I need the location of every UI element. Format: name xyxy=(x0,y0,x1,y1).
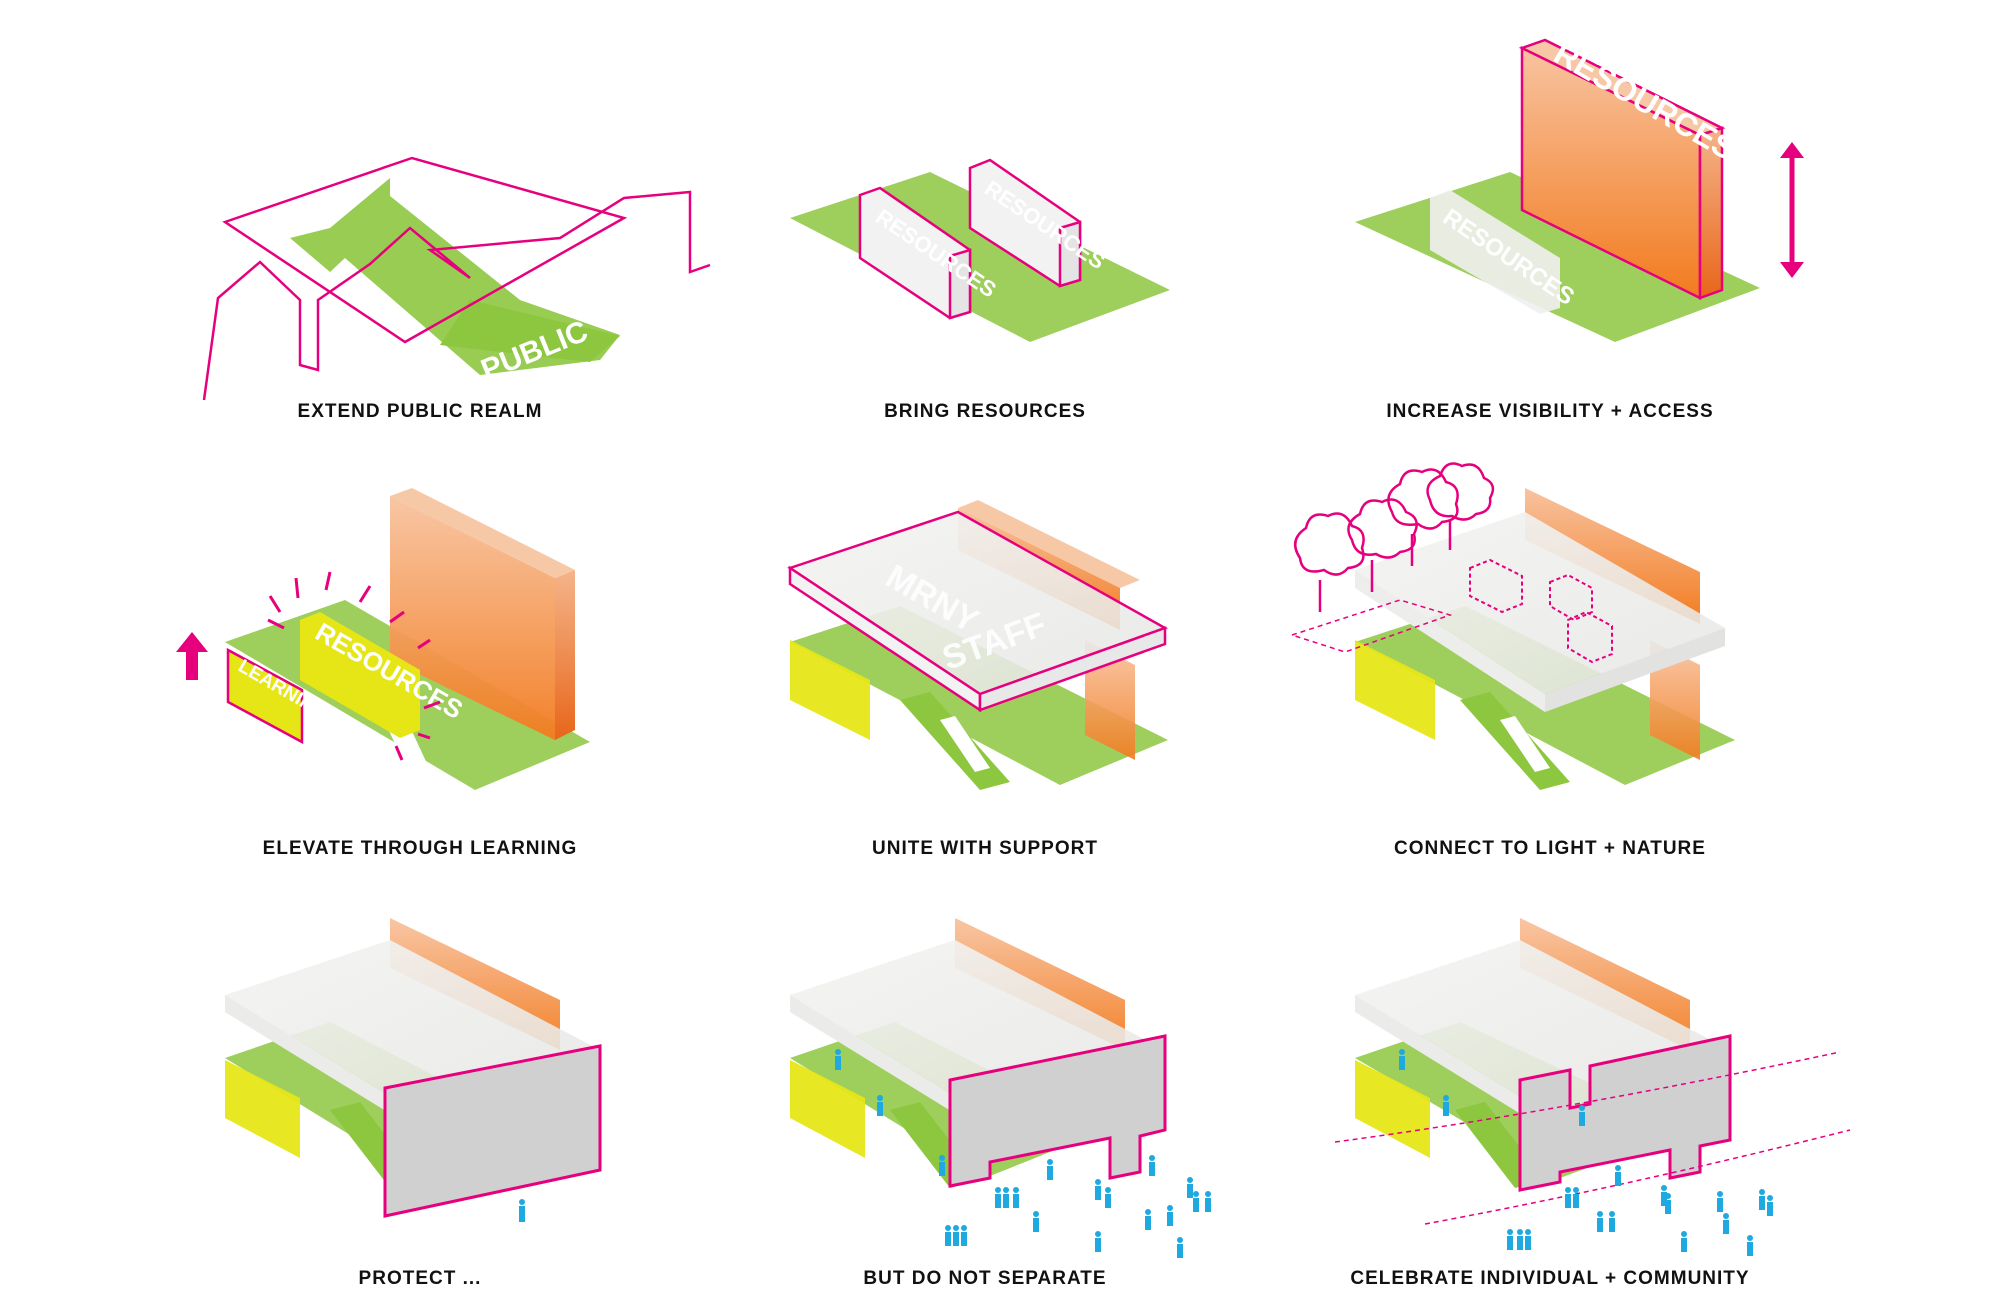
public-ground-strip xyxy=(440,300,620,362)
vertical-double-arrow-icon xyxy=(1780,142,1804,278)
panel-protect xyxy=(225,918,602,1222)
site-outline xyxy=(222,156,628,344)
tree-outline-icons xyxy=(1293,462,1495,612)
support-slab-side xyxy=(978,626,1167,712)
resources-block-side xyxy=(948,248,972,320)
frosted-slab-front xyxy=(790,995,985,1132)
site-outline-dashed xyxy=(1289,599,1453,653)
context-building-outline xyxy=(202,190,711,401)
caption-celebrate: CELEBRATE INDIVIDUAL + COMMUNITY xyxy=(1350,1268,1750,1289)
lifted-wall xyxy=(948,1034,1167,1188)
skylight-boxes xyxy=(1469,558,1613,664)
resources-block xyxy=(300,612,420,738)
orange-wall-top xyxy=(390,488,575,578)
highlight-rays-icon xyxy=(267,571,441,761)
people-crowd xyxy=(1399,1049,1773,1256)
caption-connect-light-nature: CONNECT TO LIGHT + NATURE xyxy=(1394,838,1706,859)
ramp-slot xyxy=(940,716,990,772)
caption-do-not-separate: BUT DO NOT SEPARATE xyxy=(863,1268,1107,1289)
panel-do-not-separate xyxy=(790,918,1211,1258)
frosted-slab-front xyxy=(1355,570,1545,712)
caption-protect: PROTECT ... xyxy=(358,1268,482,1289)
orange-column xyxy=(1085,640,1135,760)
panel-extend-public-realm: PUBLIC xyxy=(202,156,711,401)
yellow-block xyxy=(790,640,870,740)
panel-unite-support: MRNY STAFF xyxy=(787,500,1169,790)
resources-block-side xyxy=(1058,220,1082,288)
person-icon xyxy=(519,1199,525,1222)
panel-bring-resources: RESOURCES RESOURCES xyxy=(790,158,1170,342)
yellow-block xyxy=(225,1060,300,1158)
caption-extend-public-realm: EXTEND PUBLIC REALM xyxy=(297,401,543,422)
caption-increase-visibility: INCREASE VISIBILITY + ACCESS xyxy=(1386,401,1714,422)
yellow-block xyxy=(790,1060,865,1158)
up-arrow-icon xyxy=(176,632,208,680)
orange-column xyxy=(1650,640,1700,760)
tall-resources-wall-top xyxy=(1518,38,1726,137)
orange-wall-side xyxy=(555,570,575,740)
people-crowd xyxy=(835,1049,1211,1258)
frosted-slab-side xyxy=(1545,628,1725,712)
caption-elevate-learning: ELEVATE THROUGH LEARNING xyxy=(262,838,578,859)
protective-wall xyxy=(383,1044,602,1218)
community-band-lower xyxy=(1424,1129,1851,1225)
panel-celebrate xyxy=(1334,918,1851,1256)
yellow-block xyxy=(1355,1060,1430,1158)
panel-elevate-learning: LEARNING RESOURCES xyxy=(176,488,590,790)
caption-bring-resources: BRING RESOURCES xyxy=(884,401,1086,422)
resources-block xyxy=(1430,190,1560,314)
panel-connect-light-nature xyxy=(1289,462,1735,790)
open-wall xyxy=(1518,1034,1732,1192)
learning-block xyxy=(226,647,304,745)
frosted-slab-front xyxy=(225,995,420,1132)
frosted-slab-front xyxy=(1355,995,1550,1132)
orange-bar-top xyxy=(958,500,1140,588)
panel-increase-visibility: RESOURCES RESOURCES xyxy=(1355,35,1804,342)
community-band-upper xyxy=(1334,1051,1841,1143)
frosted-slab-top xyxy=(1355,512,1725,694)
ramp-slot xyxy=(1500,716,1550,772)
yellow-block xyxy=(1355,640,1435,740)
orange-wall xyxy=(390,496,555,740)
caption-unite-support: UNITE WITH SUPPORT xyxy=(872,838,1098,859)
